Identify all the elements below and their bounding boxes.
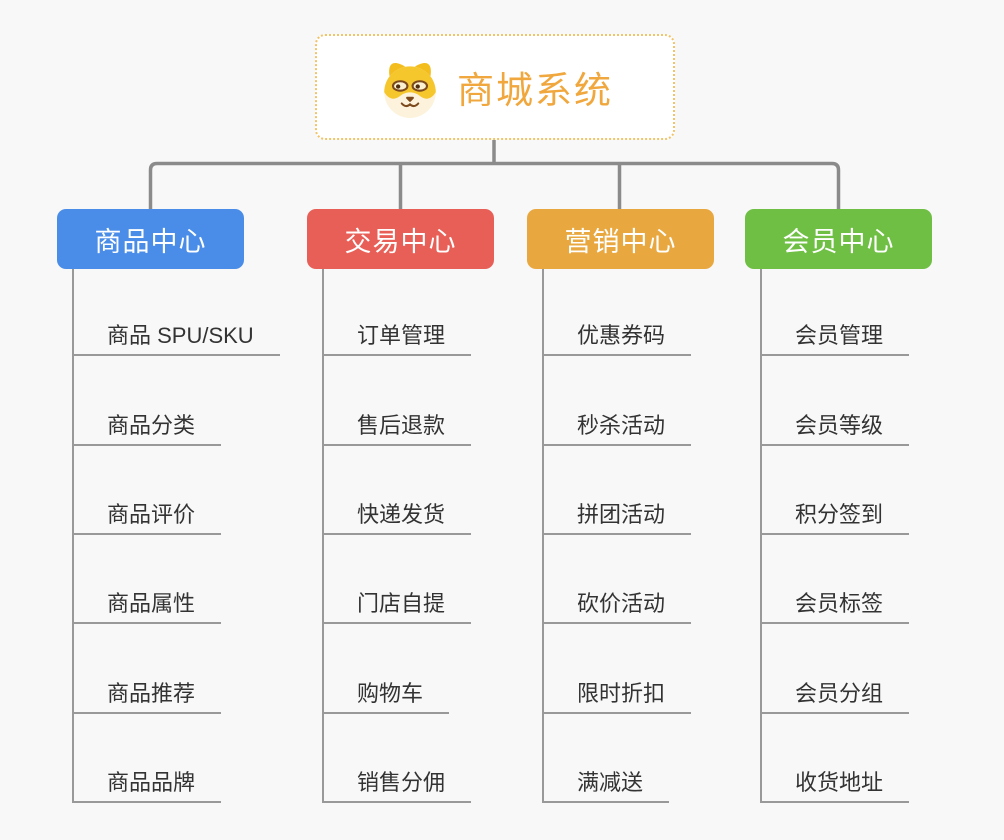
leaf-node[interactable]: 商品品牌 xyxy=(74,767,222,803)
leaf-node[interactable]: 拼团活动 xyxy=(544,499,692,535)
leaf-node[interactable]: 限时折扣 xyxy=(544,678,692,714)
branch-node[interactable]: 交易中心 xyxy=(307,209,494,269)
leaf-node[interactable]: 会员管理 xyxy=(762,320,910,356)
branch-children: 会员管理会员等级积分签到会员标签会员分组收货地址 xyxy=(760,269,992,803)
root-title: 商城系统 xyxy=(457,70,613,111)
leaf-node[interactable]: 积分签到 xyxy=(762,499,910,535)
leaf-node[interactable]: 商品属性 xyxy=(74,588,222,624)
leaf-node[interactable]: 快递发货 xyxy=(324,499,472,535)
branch-children: 优惠券码秒杀活动拼团活动砍价活动限时折扣满减送 xyxy=(542,269,774,803)
branch-children: 商品 SPU/SKU 商品分类商品评价商品属性商品推荐商品品牌 xyxy=(72,269,304,803)
leaf-node[interactable]: 收货地址 xyxy=(762,767,910,803)
leaf-node[interactable]: 订单管理 xyxy=(324,320,472,356)
leaf-node[interactable]: 购物车 xyxy=(324,678,450,714)
leaf-node[interactable]: 秒杀活动 xyxy=(544,410,692,446)
leaf-node[interactable]: 售后退款 xyxy=(324,410,472,446)
leaf-node[interactable]: 会员标签 xyxy=(762,588,910,624)
leaf-node[interactable]: 商品推荐 xyxy=(74,678,222,714)
branch-node[interactable]: 商品中心 xyxy=(57,209,244,269)
leaf-node[interactable]: 商品评价 xyxy=(74,499,222,535)
leaf-node[interactable]: 会员等级 xyxy=(762,410,910,446)
leaf-node[interactable]: 商品分类 xyxy=(74,410,222,446)
leaf-node[interactable]: 门店自提 xyxy=(324,588,472,624)
leaf-node[interactable]: 销售分佣 xyxy=(324,767,472,803)
branch-node[interactable]: 会员中心 xyxy=(745,209,932,269)
leaf-node[interactable]: 商品 SPU/SKU xyxy=(74,320,280,356)
root-node[interactable]: 商城系统 xyxy=(315,34,675,140)
dog-face-icon xyxy=(377,54,443,120)
branch-node[interactable]: 营销中心 xyxy=(527,209,714,269)
leaf-node[interactable]: 满减送 xyxy=(544,767,670,803)
leaf-node[interactable]: 会员分组 xyxy=(762,678,910,714)
branch-children: 订单管理售后退款快递发货门店自提购物车销售分佣 xyxy=(322,269,554,803)
leaf-node[interactable]: 优惠券码 xyxy=(544,320,692,356)
leaf-node[interactable]: 砍价活动 xyxy=(544,588,692,624)
